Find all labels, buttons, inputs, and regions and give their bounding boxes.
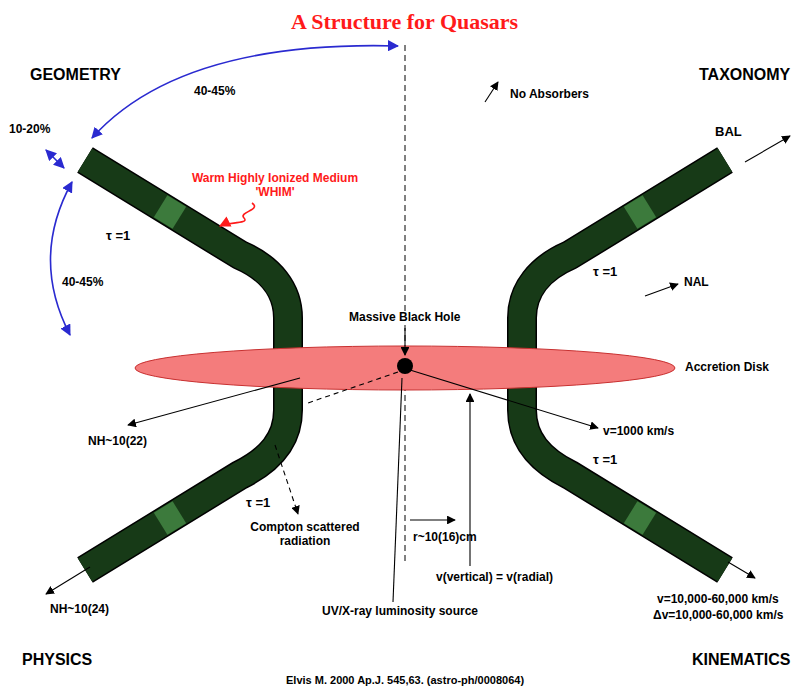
annotation-label: Accretion Disk bbox=[685, 361, 769, 375]
annotation-label: Warm Highly Ionized Medium 'WHIM' bbox=[180, 172, 370, 200]
annotation-label: Massive Black Hole bbox=[347, 311, 462, 325]
annotation-label: 10-20% bbox=[9, 123, 50, 137]
annotation-label: Δv=10,000-60,000 km/s bbox=[653, 609, 783, 623]
black-hole bbox=[397, 358, 413, 374]
annotation-label: v=10,000-60,000 km/s bbox=[657, 593, 779, 607]
annotation-label: BAL bbox=[715, 125, 742, 140]
annotation-label: NH~10(22) bbox=[88, 435, 147, 449]
annotation-label: 40-45% bbox=[194, 85, 235, 99]
quadrant-heading: PHYSICS bbox=[22, 651, 92, 669]
annotation-label: NH~10(24) bbox=[50, 603, 109, 617]
annotation-label: τ =1 bbox=[246, 496, 270, 511]
annotation-label: τ =1 bbox=[593, 453, 617, 468]
annotation-label: v=1000 km/s bbox=[603, 425, 674, 439]
annotation-label: τ =1 bbox=[106, 229, 130, 244]
annotation-label: Compton scattered radiation bbox=[245, 521, 365, 549]
annotation-label: No Absorbers bbox=[510, 88, 589, 102]
annotation-label: τ =1 bbox=[593, 265, 617, 280]
diagram-title: A Structure for Quasars bbox=[291, 9, 518, 34]
axis-line bbox=[405, 45, 406, 565]
angle-arrows bbox=[46, 46, 398, 335]
flow-arrows bbox=[46, 82, 790, 602]
quadrant-heading: GEOMETRY bbox=[30, 66, 121, 84]
citation-caption: Elvis M. 2000 Ap.J. 545,63. (astro-ph/00… bbox=[286, 674, 524, 687]
quadrant-heading: TAXONOMY bbox=[699, 66, 790, 84]
annotation-label: NAL bbox=[684, 276, 709, 290]
quadrant-heading: KINEMATICS bbox=[692, 651, 790, 669]
annotation-label: 40-45% bbox=[62, 276, 103, 290]
annotation-label: UV/X-ray luminosity source bbox=[322, 605, 478, 619]
annotation-label: v(vertical) = v(radial) bbox=[436, 571, 553, 585]
outflow-bands bbox=[85, 160, 725, 570]
annotation-label: r~10(16)cm bbox=[413, 531, 477, 545]
whim-pointer bbox=[220, 203, 254, 226]
